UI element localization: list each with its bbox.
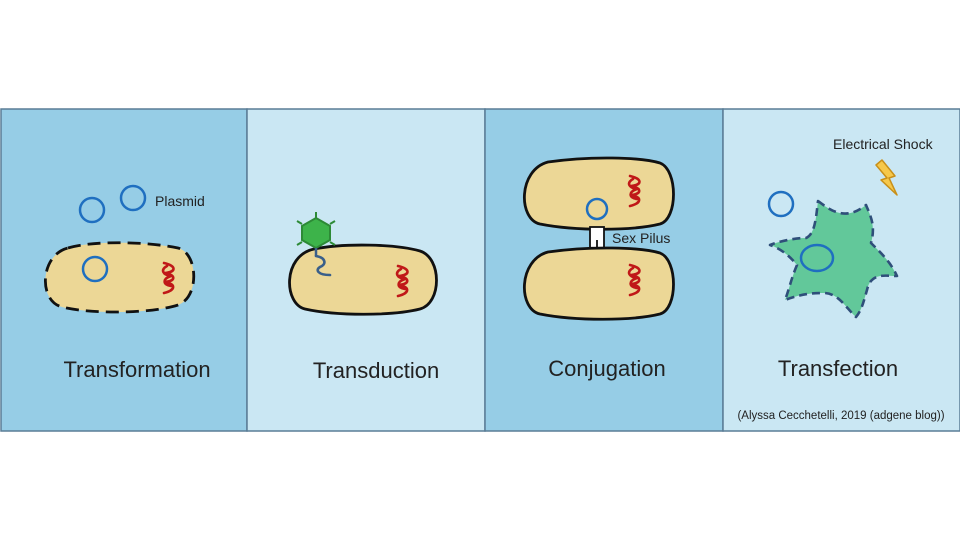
recipient-bacterial-cell-icon (522, 246, 675, 321)
lightning-bolt-icon (875, 159, 898, 196)
plasmid-label: Plasmid (155, 193, 205, 209)
bacterial-cell-icon (44, 241, 196, 314)
donor-bacterial-cell-icon (522, 156, 675, 231)
panel-conjugation: Sex Pilus Conjugation (522, 156, 675, 381)
bacterial-cell-icon (288, 243, 438, 316)
bacteriophage-icon (296, 212, 336, 256)
plasmid-icon (78, 196, 106, 224)
panel-transformation: Plasmid Transformation (44, 184, 211, 382)
plasmid-icon (119, 184, 147, 212)
panel-title-transformation: Transformation (63, 357, 210, 382)
panel-title-conjugation: Conjugation (548, 356, 665, 381)
electrical-shock-label: Electrical Shock (833, 136, 934, 152)
panel-title-transfection: Transfection (778, 356, 898, 381)
panel-transduction: Transduction (288, 212, 439, 383)
panel-transfection: Electrical Shock Transfection (Alyssa Ce… (737, 136, 944, 422)
sex-pilus-label: Sex Pilus (612, 230, 670, 246)
plasmid-icon (767, 190, 795, 218)
nucleus-icon (799, 243, 835, 273)
viral-dna-icon (314, 254, 332, 277)
plasmid-icon (585, 197, 609, 221)
panel-title-transduction: Transduction (313, 358, 439, 383)
citation-text: (Alyssa Cecchetelli, 2019 (adgene blog)) (737, 410, 944, 422)
plasmid-icon (81, 255, 109, 283)
